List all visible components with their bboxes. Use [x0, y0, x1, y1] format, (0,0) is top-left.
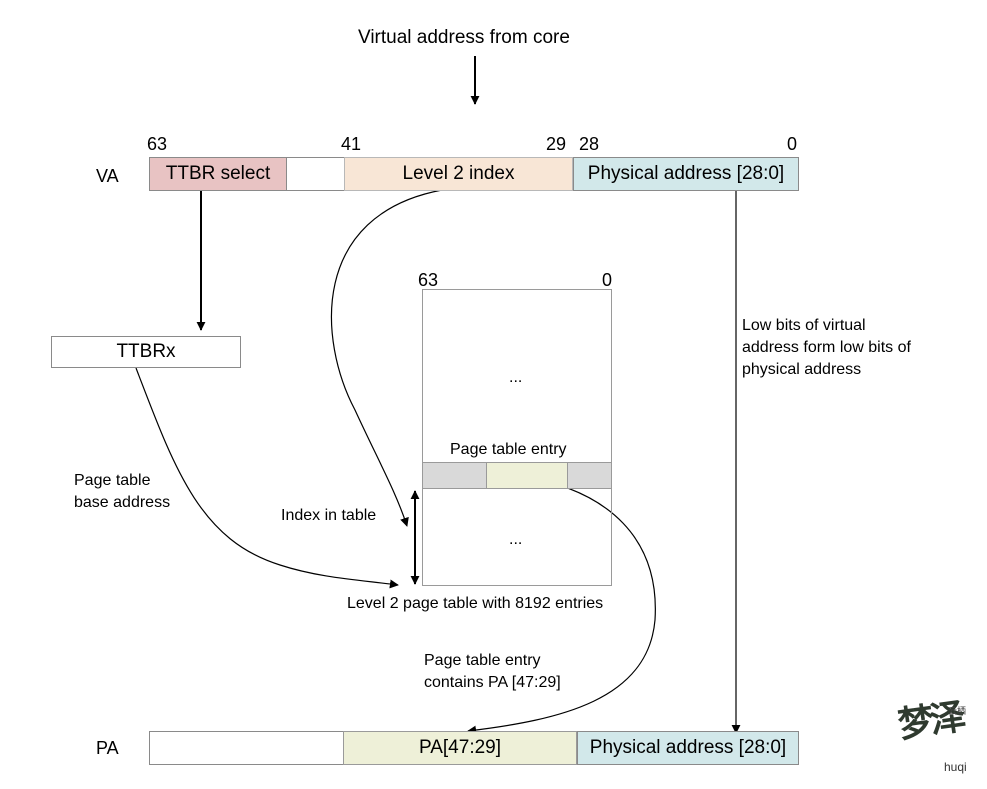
low-bits-note-line1: Low bits of virtual: [742, 317, 866, 334]
level2-page-table: [422, 289, 612, 586]
diagram-title: Virtual address from core: [358, 27, 570, 48]
watermark-sub-text: huqi: [944, 760, 967, 774]
entry-contains-note-line2: contains PA [47:29]: [424, 674, 561, 691]
pa-row-label: PA: [96, 738, 119, 758]
table-bit-0: 0: [602, 270, 613, 290]
low-bits-note-line2: address form low bits of: [742, 339, 911, 356]
entry-contains-note-line1: Page table entry: [424, 652, 541, 669]
index-in-table-note: Index in table: [281, 507, 377, 524]
va-level2-index-field: Level 2 index: [344, 157, 573, 191]
page-table-entry-pa-field: [486, 462, 568, 489]
va-bit-63: 63: [147, 134, 168, 154]
page-table-caption: Level 2 page table with 8192 entries: [347, 595, 604, 612]
pa-high-field: PA[47:29]: [343, 731, 577, 765]
ttbrx-register: TTBRx: [51, 336, 241, 368]
level2-index-arrow: [330, 189, 443, 527]
table-ellipsis-bottom: ...: [509, 531, 523, 548]
watermark-logo: 梦泽 云栖 huqi: [895, 696, 980, 778]
table-bit-63: 63: [418, 270, 439, 290]
va-bit-28: 28: [579, 134, 600, 154]
base-address-note-line2: base address: [74, 494, 171, 511]
table-ellipsis-top: ...: [509, 369, 523, 386]
low-bits-note-line3: physical address: [742, 361, 862, 378]
watermark-small-text: 云栖: [948, 706, 967, 716]
va-bit-41: 41: [341, 134, 362, 154]
base-address-arrow: [135, 367, 399, 589]
va-ttbr-select-field: TTBR select: [149, 157, 287, 191]
va-bit-0: 0: [787, 134, 798, 154]
va-phys-low-field: Physical address [28:0]: [573, 157, 799, 191]
va-row-label: VA: [96, 166, 119, 186]
base-address-note-line1: Page table: [74, 472, 151, 489]
page-table-entry-label: Page table entry: [450, 441, 567, 458]
pa-phys-low-field: Physical address [28:0]: [577, 731, 799, 765]
entry-to-pa-arrow: [467, 475, 656, 735]
va-bit-29: 29: [546, 134, 567, 154]
